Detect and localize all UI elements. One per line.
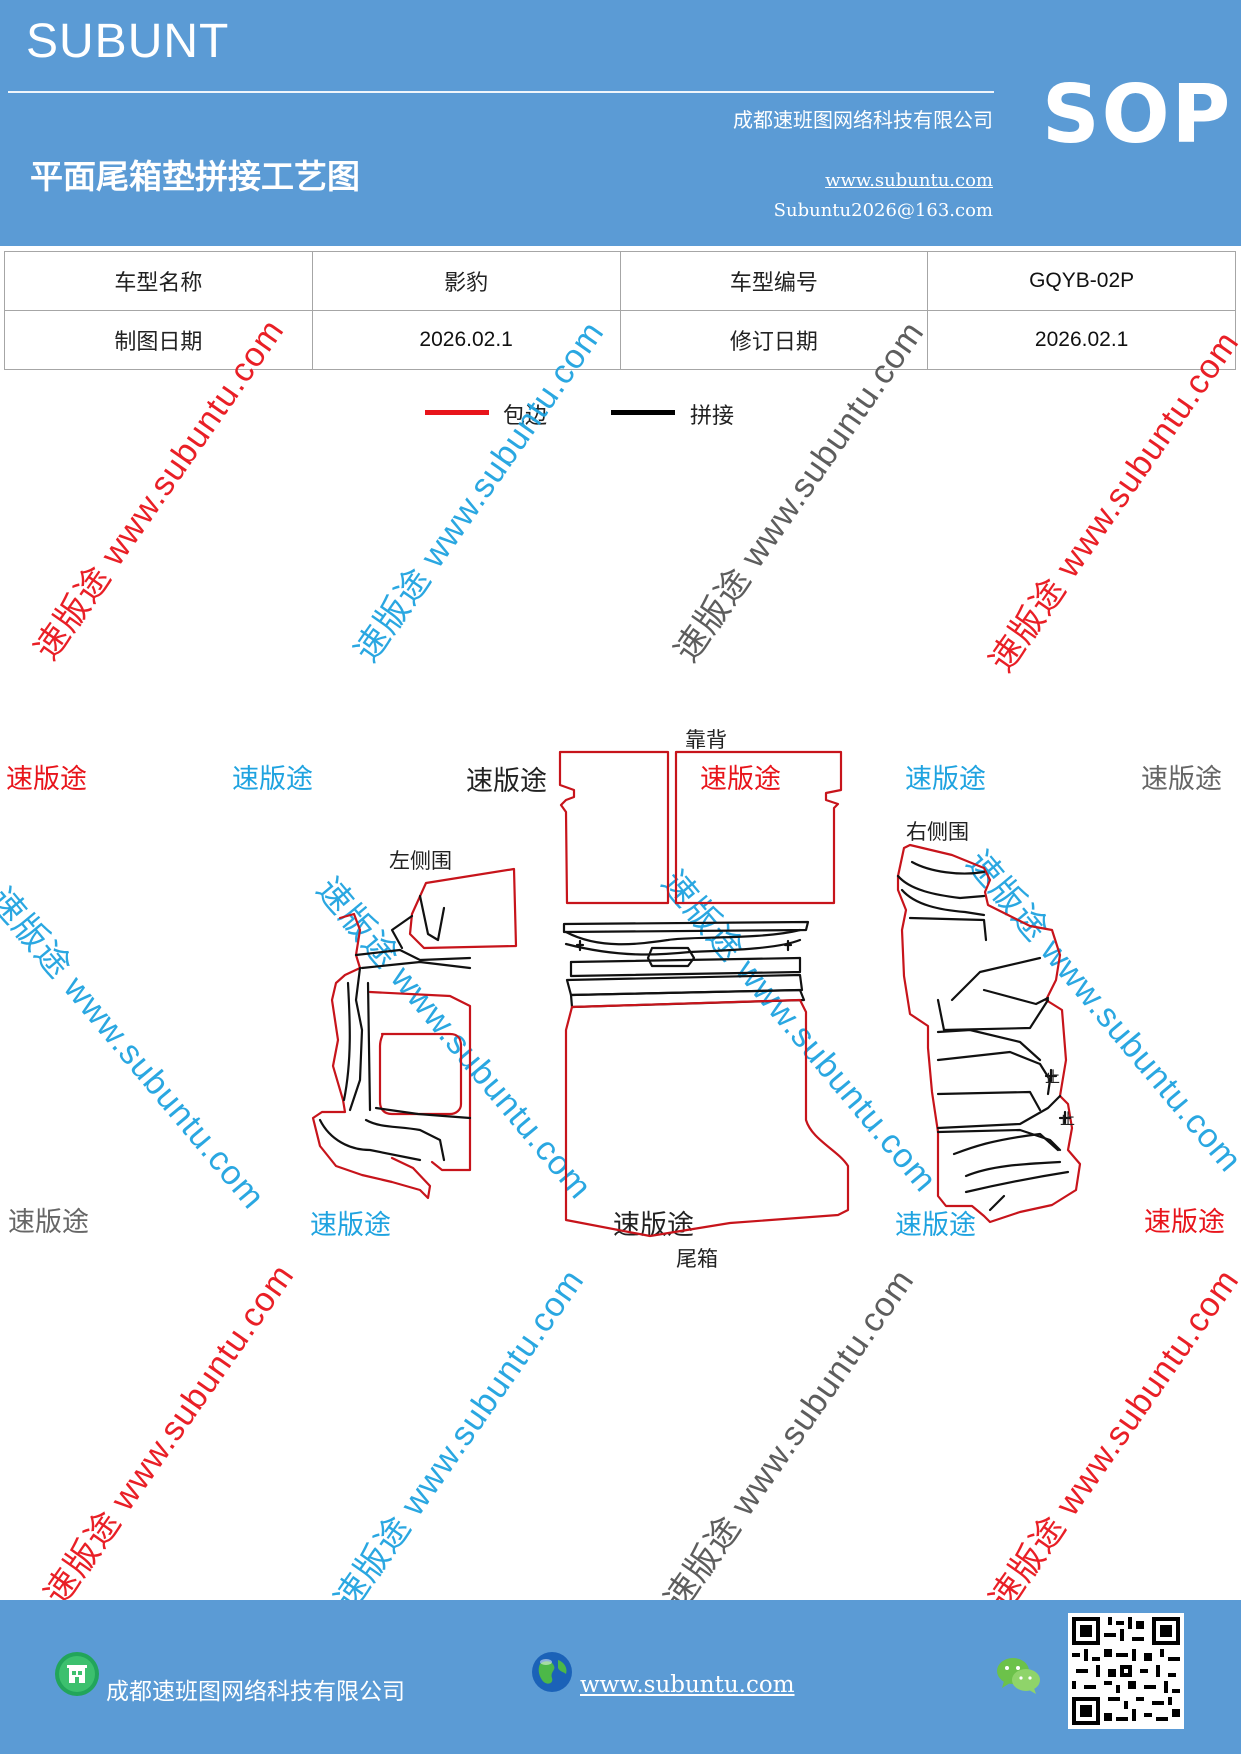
draw-date-label: 制图日期 [4, 310, 313, 370]
building-icon [55, 1652, 99, 1696]
watermark-short: 速版途 [1144, 1207, 1225, 1238]
website-link[interactable]: www.subuntu.com [825, 170, 993, 191]
revise-date-label: 修订日期 [619, 310, 929, 370]
footer-banner: 成都速班图网络科技有限公司 www.subuntu.com [0, 1600, 1241, 1754]
left-side-label: 左侧围 [389, 849, 452, 873]
wechat-icon[interactable] [996, 1656, 1042, 1696]
right-side-edging [896, 843, 1082, 1224]
watermark-short: 速版途 [466, 766, 547, 797]
stop-mark-label: 止 [1045, 1068, 1061, 1086]
header-banner: SUBUNT 成都速班图网络科技有限公司 平面尾箱垫拼接工艺图 www.subu… [0, 0, 1241, 246]
footer-website-link[interactable]: www.subuntu.com [580, 1672, 795, 1698]
company-name: 成都速班图网络科技有限公司 [733, 108, 993, 132]
trunk-label: 尾箱 [676, 1247, 718, 1271]
right-side-splice-lines [896, 860, 1072, 1212]
watermark-short: 速版途 [895, 1210, 976, 1241]
page-title: 平面尾箱垫拼接工艺图 [30, 157, 360, 196]
model-name-value: 影豹 [311, 251, 621, 311]
backrest-right-panel [674, 750, 843, 905]
trunk-splice-strips [562, 920, 810, 1009]
watermark-short: 速版途 [8, 1207, 89, 1238]
legend-splice-swatch [611, 410, 675, 415]
watermark-short: 速版途 [6, 764, 87, 795]
legend-splice-label: 拼接 [690, 404, 735, 429]
sop-badge: SOP [1042, 68, 1233, 161]
legend-edging-swatch [425, 410, 489, 415]
left-side-pocket [378, 1032, 463, 1116]
watermark-short: 速版途 [1141, 764, 1222, 795]
left-side-inner-edge [368, 990, 472, 1172]
qr-code [1068, 1613, 1184, 1729]
left-side-edging [311, 912, 432, 1200]
legend-edging-label: 包边 [503, 404, 548, 429]
right-side-label: 右侧围 [906, 820, 969, 844]
table-row: 车型名称 影豹 车型编号 GQYB-02P [4, 251, 1236, 311]
model-name-label: 车型名称 [4, 251, 313, 311]
email-address: Subuntu2026@163.com [773, 200, 993, 221]
left-side-splice-lines [318, 894, 472, 1162]
model-code-label: 车型编号 [619, 251, 929, 311]
draw-date-value: 2026.02.1 [311, 310, 621, 370]
revise-date-value: 2026.02.1 [927, 310, 1236, 370]
watermark-short: 速版途 [700, 764, 781, 795]
model-code-value: GQYB-02P [927, 251, 1236, 311]
left-side-top-piece [408, 867, 518, 950]
trunk-main-mat [564, 998, 850, 1238]
watermark-short: 速版途 [232, 764, 313, 795]
table-row: 制图日期 2026.02.1 修订日期 2026.02.1 [4, 310, 1236, 370]
backrest-label: 靠背 [685, 728, 727, 752]
watermark-short: 速版途 [310, 1210, 391, 1241]
globe-icon [532, 1652, 572, 1692]
footer-company: 成都速班图网络科技有限公司 [106, 1679, 405, 1705]
brand-name: SUBUNT [26, 15, 230, 68]
qr-code-pattern [1068, 1613, 1184, 1729]
header-divider [8, 91, 994, 93]
watermark-short: 速版途 [905, 764, 986, 795]
backrest-left-panel [558, 750, 670, 905]
stop-mark-label: 止 [1060, 1110, 1076, 1128]
vehicle-info-table: 车型名称 影豹 车型编号 GQYB-02P 制图日期 2026.02.1 修订日… [4, 251, 1236, 370]
